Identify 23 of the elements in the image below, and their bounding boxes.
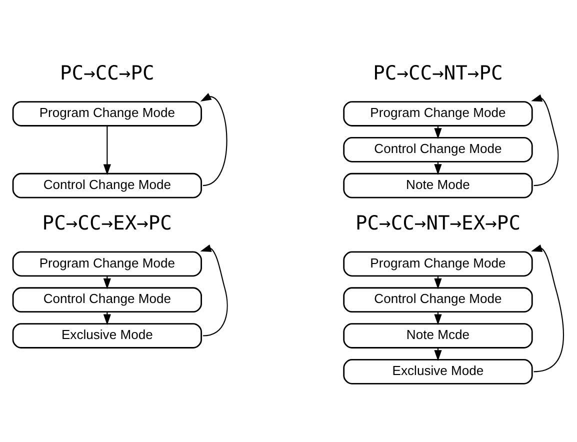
node-box: Note Mode (343, 172, 533, 198)
label: PC→CC→PC (60, 60, 154, 84)
node-box: Program Change Mode (343, 100, 533, 126)
arrow (200, 244, 228, 336)
arrow (531, 244, 564, 372)
node-box: Program Change Mode (12, 100, 202, 126)
node-box: Control Change Mode (343, 136, 533, 162)
node-box: Exclusive Mode (343, 358, 533, 384)
arrow (434, 276, 442, 289)
arrow (531, 94, 559, 186)
arrow (200, 92, 228, 186)
node-box: Exclusive Mode (12, 322, 202, 348)
arrow (103, 276, 111, 289)
node-box: Note Mcde (343, 322, 533, 348)
node-box: Control Change Mode (12, 172, 202, 198)
label: PC→CC→NT→PC (373, 60, 503, 84)
label: PC→CC→EX→PC (42, 211, 172, 234)
label: PC→CC→NT→EX→PC (355, 211, 520, 234)
node-box: Control Change Mode (12, 286, 202, 312)
node-box: Program Change Mode (12, 250, 202, 276)
node-box: Program Change Mode (343, 250, 533, 276)
node-box: Control Change Mode (343, 286, 533, 312)
arrow (103, 125, 111, 175)
